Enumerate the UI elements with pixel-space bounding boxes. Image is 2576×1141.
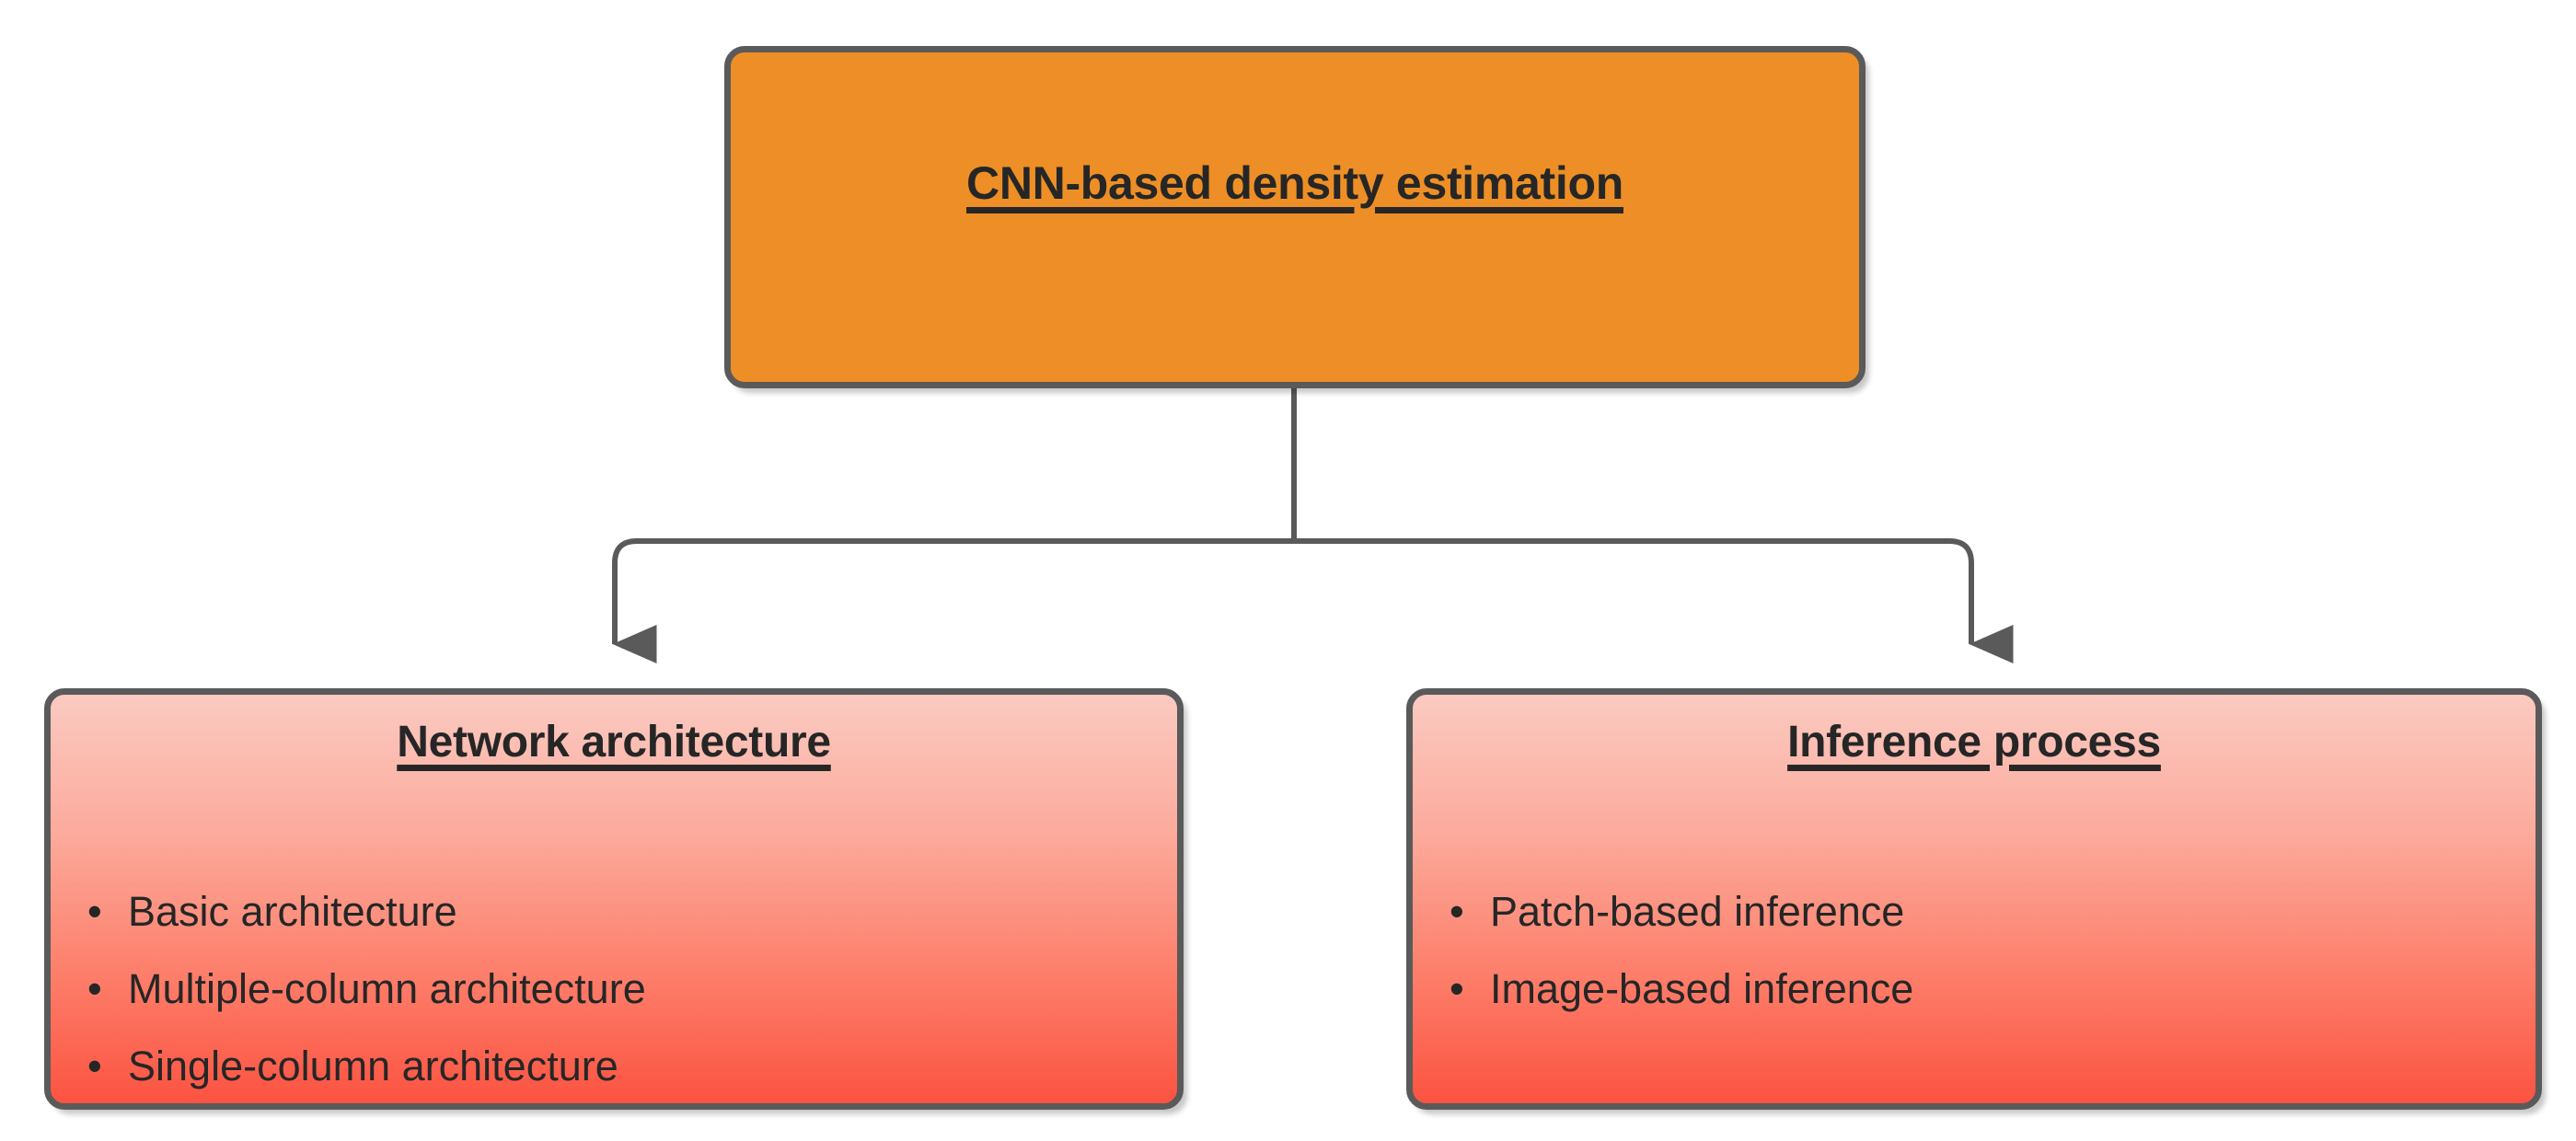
bullet-dot-icon: • xyxy=(87,888,102,935)
list-item: • Image-based inference xyxy=(1442,951,2517,1028)
network-architecture-bullet-list: • Basic architecture • Multiple-column a… xyxy=(80,873,1159,1105)
bullet-dot-icon: • xyxy=(1450,888,1464,935)
list-item: • Patch-based inference xyxy=(1442,873,2517,951)
connector-to-network-architecture xyxy=(612,538,1294,663)
bullet-dot-icon: • xyxy=(87,1043,102,1089)
node-root[interactable]: CNN-based density estimation xyxy=(724,46,1866,388)
list-item-label: Single-column architecture xyxy=(128,1043,618,1089)
list-item: • Basic architecture xyxy=(80,873,1159,951)
node-network-architecture-title: Network architecture xyxy=(397,718,831,766)
bullet-dot-icon: • xyxy=(87,965,102,1012)
node-inference-process-title: Inference process xyxy=(1787,718,2161,766)
list-item-label: Image-based inference xyxy=(1490,965,1914,1012)
bullet-dot-icon: • xyxy=(1450,965,1464,1012)
list-item-label: Patch-based inference xyxy=(1490,888,1905,935)
list-item-label: Basic architecture xyxy=(128,888,457,935)
list-item-label: Multiple-column architecture xyxy=(128,965,646,1012)
node-root-title: CNN-based density estimation xyxy=(966,157,1623,209)
connector-to-inference-process xyxy=(1294,538,2014,663)
node-network-architecture[interactable]: Network architecture • Basic architectur… xyxy=(44,688,1184,1110)
list-item: • Single-column architecture xyxy=(80,1028,1159,1105)
node-inference-process[interactable]: Inference process • Patch-based inferenc… xyxy=(1406,688,2542,1110)
inference-process-bullet-list: • Patch-based inference • Image-based in… xyxy=(1442,873,2517,1028)
list-item: • Multiple-column architecture xyxy=(80,951,1159,1028)
